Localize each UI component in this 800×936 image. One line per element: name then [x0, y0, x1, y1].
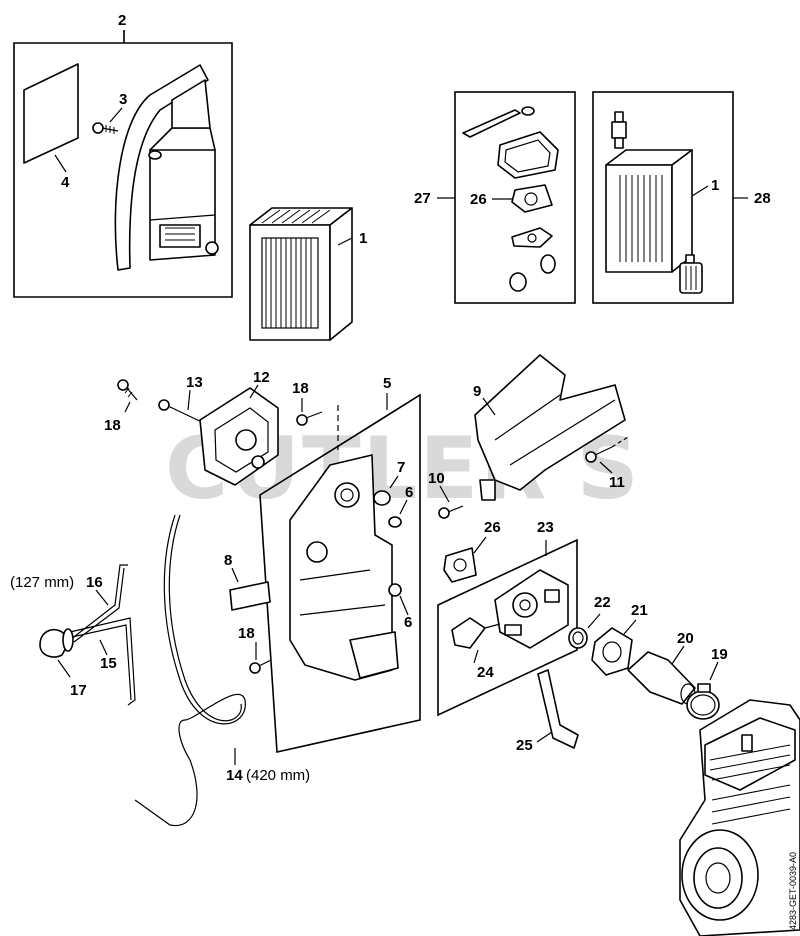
screw-11 — [585, 436, 629, 474]
callout-20: 20 — [677, 630, 694, 647]
housing-group — [229, 393, 421, 753]
engine-part — [679, 699, 800, 936]
gasket-26-part — [443, 536, 487, 583]
grommet-7-part — [373, 490, 391, 506]
drawing-code: 4283-GET-0039-A0 — [788, 852, 798, 930]
air-filter-part — [249, 207, 353, 341]
callout-18-a: 18 — [104, 417, 121, 434]
callout-9: 9 — [473, 383, 481, 400]
hose-25-part — [536, 669, 579, 749]
callout-8: 8 — [224, 552, 232, 569]
callout-24: 24 — [477, 664, 494, 681]
callout-27: 27 — [414, 190, 431, 207]
fuel-filter-part — [679, 254, 703, 294]
intake-manifold-20-part — [627, 645, 696, 705]
clamp-19-part — [686, 661, 720, 720]
screw-18-mid — [296, 398, 323, 426]
ring-22-part — [568, 613, 601, 649]
callout-23: 23 — [537, 519, 554, 536]
callout-12: 12 — [253, 369, 270, 386]
callout-17: 17 — [70, 682, 87, 699]
callout-19: 19 — [711, 646, 728, 663]
service-kit-group — [592, 91, 748, 304]
callout-3: 3 — [119, 91, 127, 108]
callout-18-c: 18 — [238, 625, 255, 642]
callout-26-carb: 26 — [484, 519, 501, 536]
screw-10 — [438, 485, 464, 519]
callout-4: 4 — [61, 174, 70, 191]
callout-10: 10 — [428, 470, 445, 487]
callout-13: 13 — [186, 374, 203, 391]
callout-22: 22 — [594, 594, 611, 611]
callout-28: 28 — [754, 190, 771, 207]
hose-15-part — [69, 617, 136, 706]
hose-14-length: (420 mm) — [246, 767, 310, 784]
bracket-9-part — [474, 354, 626, 501]
callout-7: 7 — [397, 459, 405, 476]
callout-5: 5 — [383, 375, 391, 392]
hose-16-length: (127 mm) — [10, 574, 74, 591]
callout-21: 21 — [631, 602, 648, 619]
callout-11: 11 — [609, 474, 625, 491]
hose-14-part — [134, 514, 246, 827]
spark-plug-part — [611, 111, 627, 149]
hose-16-part — [69, 564, 128, 643]
flange-21-part — [591, 619, 637, 676]
callout-26-kit: 26 — [470, 191, 487, 208]
filter-cover-part — [114, 64, 219, 271]
filter-base-part — [199, 384, 279, 486]
gasket-set-group — [437, 91, 576, 304]
callout-15: 15 — [100, 655, 117, 672]
gasket-sheet-part — [23, 63, 79, 164]
carburetor-part — [494, 569, 569, 649]
grommet-6a-part — [388, 516, 402, 528]
callout-6-a: 6 — [405, 484, 413, 501]
plate-8-part — [229, 581, 271, 611]
callout-2: 2 — [118, 12, 126, 29]
screw-part — [92, 122, 119, 134]
callout-6-b: 6 — [404, 614, 412, 631]
callout-16: 16 — [86, 574, 103, 591]
primer-bulb-17-part — [39, 628, 74, 678]
callout-1-left: 1 — [359, 230, 367, 247]
primer-24-part — [451, 617, 486, 649]
callout-18-b: 18 — [292, 380, 309, 397]
grommet-6b-part — [388, 583, 402, 597]
filter-cover-group — [13, 30, 233, 298]
carrier-part — [289, 454, 393, 681]
screw-18-top — [117, 379, 138, 413]
callout-14: 14 — [226, 767, 243, 784]
callout-1-kit: 1 — [711, 177, 719, 194]
carburetor-group — [437, 538, 578, 717]
callout-25: 25 — [516, 737, 533, 754]
